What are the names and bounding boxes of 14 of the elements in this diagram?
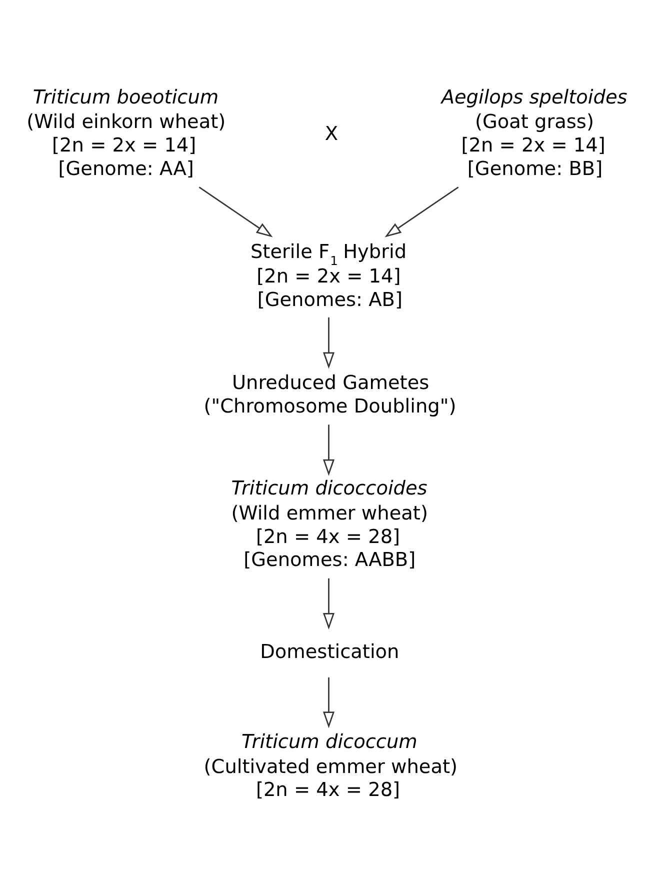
node-text: Triticum boeoticum (Wild einkorn wheat) [2n = 2x = 14] [Genome: AA]: [26, 85, 226, 180]
label: X: [324, 122, 338, 145]
arrow: [198, 186, 273, 238]
node-text: Aegilops speltoides (Goat grass) [2n = 2x = 14] [Genome: BB]: [441, 85, 628, 180]
node-text: Triticum dicoccoides (Wild emmer wheat) [2n = 4x = 28] [Genomes: AABB]: [231, 476, 428, 572]
node-text: Unreduced Gametes ("Chromosome Doubling"): [204, 370, 456, 418]
node-text: Sterile F$_{1}$ Hybrid [2n = 2x = 14] [Genomes: AB]: [250, 240, 407, 311]
arrow: [322, 424, 335, 476]
arrow: [322, 677, 335, 728]
arrow: [384, 186, 459, 238]
arrow: [322, 317, 335, 369]
node-text: Domestication: [260, 640, 400, 664]
arrow: [322, 578, 335, 630]
node-text: Triticum dicoccum (Cultivated emmer wheat) [2n = 4x = 28]: [204, 730, 458, 802]
